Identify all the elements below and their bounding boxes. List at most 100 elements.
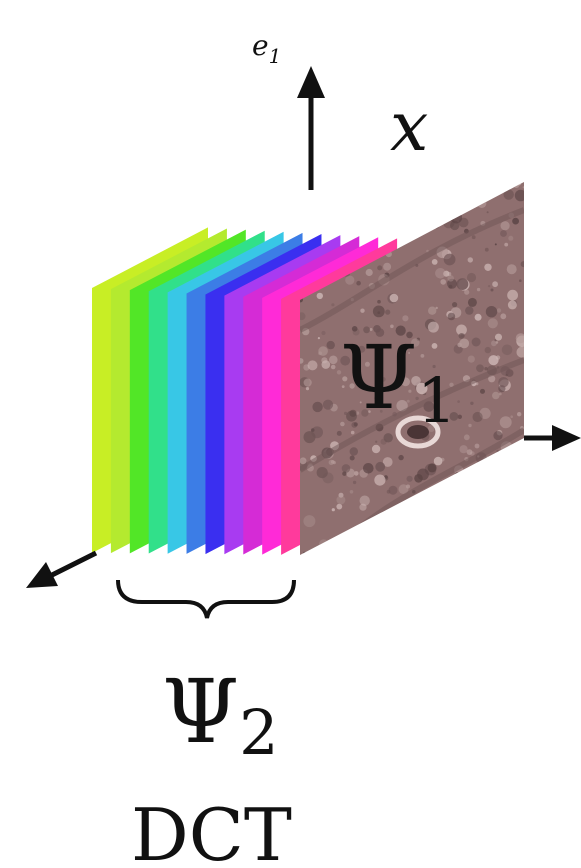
texture-speck — [508, 300, 517, 309]
texture-speck — [428, 307, 436, 315]
texture-speck — [356, 281, 361, 286]
texture-speck — [392, 540, 404, 552]
texture-speck — [323, 400, 333, 410]
texture-speck — [432, 259, 438, 265]
texture-speck — [452, 302, 457, 307]
texture-speck — [332, 213, 340, 221]
texture-speck — [487, 211, 489, 213]
texture-speck — [352, 223, 362, 233]
texture-speck — [383, 263, 391, 271]
texture-speck — [318, 337, 320, 339]
texture-speck — [519, 488, 525, 494]
texture-speck — [466, 546, 473, 553]
texture-speck — [363, 532, 371, 540]
texture-speck — [501, 221, 510, 230]
texture-speck — [321, 331, 325, 335]
texture-speck — [428, 463, 437, 472]
texture-speck — [465, 306, 473, 314]
texture-speck — [372, 445, 380, 453]
texture-speck — [428, 322, 439, 333]
texture-speck — [433, 551, 440, 558]
texture-speck — [348, 181, 356, 189]
texture-speck — [464, 290, 469, 295]
texture-speck — [447, 275, 454, 282]
signal-x-label: x — [390, 88, 428, 167]
texture-speck — [451, 212, 463, 224]
e1-axis-label: e1 — [252, 29, 281, 68]
texture-speck — [475, 462, 485, 472]
texture-speck — [523, 186, 525, 188]
texture-speck — [336, 496, 345, 505]
texture-speck — [337, 431, 342, 436]
texture-speck — [512, 218, 519, 225]
texture-speck — [444, 254, 456, 266]
texture-speck — [350, 490, 354, 494]
texture-speck — [318, 351, 322, 355]
texture-speck — [361, 532, 371, 542]
texture-speck — [502, 345, 513, 356]
texture-speck — [358, 537, 364, 543]
texture-speck — [332, 508, 335, 511]
texture-speck — [414, 474, 423, 483]
texture-speck — [491, 340, 497, 346]
texture-speck — [467, 273, 476, 282]
texture-speck — [398, 186, 400, 188]
texture-speck — [415, 542, 420, 547]
texture-speck — [480, 389, 485, 394]
texture-speck — [484, 264, 491, 271]
texture-speck — [375, 441, 377, 443]
dct-label: DCT — [131, 793, 292, 868]
texture-speck — [484, 492, 491, 499]
texture-speck — [506, 464, 512, 470]
texture-speck — [434, 214, 440, 220]
texture-speck — [418, 530, 420, 532]
texture-speck — [381, 439, 387, 445]
texture-speck — [440, 279, 446, 285]
texture-speck — [317, 206, 321, 210]
texture-speck — [509, 478, 515, 484]
texture-speck — [331, 303, 334, 306]
texture-speck — [353, 481, 356, 484]
texture-speck — [459, 333, 465, 339]
texture-speck — [457, 400, 460, 403]
texture-speck — [371, 523, 374, 526]
texture-speck — [435, 268, 446, 279]
texture-speck — [488, 318, 498, 328]
texture-speck — [519, 279, 522, 282]
texture-speck — [447, 272, 451, 276]
texture-speck — [515, 190, 527, 202]
texture-speck — [311, 428, 315, 432]
texture-speck — [492, 281, 498, 287]
texture-speck — [331, 227, 341, 237]
texture-speck — [507, 290, 518, 301]
texture-speck — [507, 264, 517, 274]
texture-speck — [342, 472, 346, 476]
texture-speck — [498, 377, 508, 387]
texture-speck — [470, 402, 473, 405]
texture-speck — [411, 537, 415, 541]
texture-speck — [350, 456, 355, 461]
texture-speck — [411, 552, 416, 557]
texture-speck — [436, 307, 438, 309]
texture-speck — [461, 541, 468, 548]
texture-speck — [376, 526, 379, 529]
texture-speck — [331, 543, 334, 546]
texture-speck — [517, 412, 521, 416]
texture-speck — [363, 463, 374, 474]
texture-speck — [366, 269, 373, 276]
texture-speck — [488, 285, 490, 287]
texture-speck — [308, 360, 318, 370]
texture-speck — [492, 392, 500, 400]
texture-speck — [300, 457, 307, 464]
texture-speck — [468, 424, 471, 427]
texture-speck — [372, 217, 381, 226]
spectral-brace — [118, 580, 294, 618]
texture-speck — [356, 218, 359, 221]
texture-speck — [472, 338, 481, 347]
texture-speck — [408, 199, 413, 204]
texture-speck — [455, 472, 459, 476]
texture-speck — [468, 356, 475, 363]
texture-speck — [304, 379, 312, 387]
texture-speck — [336, 504, 342, 510]
